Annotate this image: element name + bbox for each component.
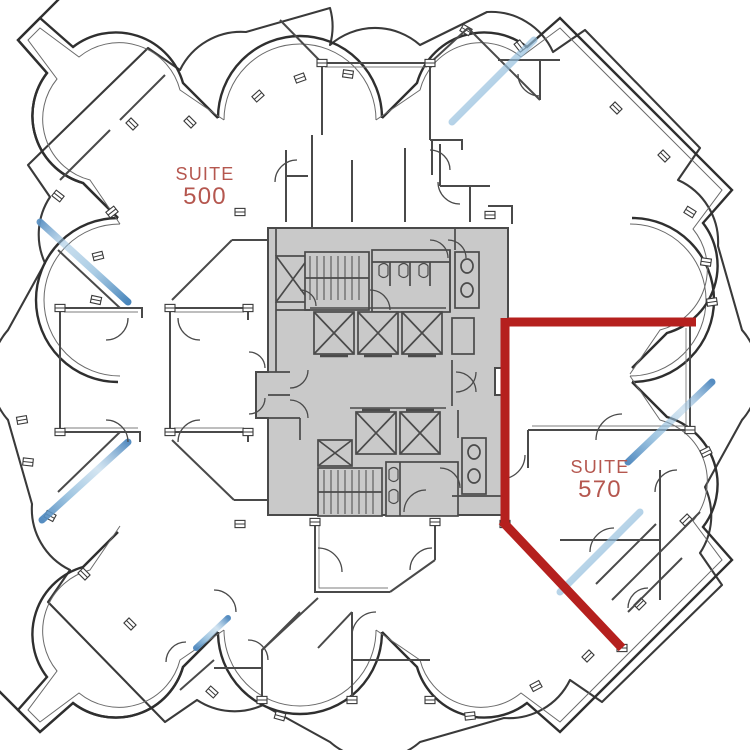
suite-label-570: SUITE 570 xyxy=(545,457,655,504)
glass-partitions xyxy=(36,36,716,651)
suite-570-number: 570 xyxy=(578,476,622,504)
glass-partition-nw-a xyxy=(36,218,132,306)
suite-570-word: SUITE xyxy=(570,457,630,477)
glass-partition-se-a xyxy=(556,508,644,596)
building-envelope xyxy=(0,0,734,734)
suite-500-number: 500 xyxy=(183,183,227,211)
glass-partition-e-a xyxy=(624,378,716,466)
glass-partition-s-a xyxy=(193,615,231,651)
glass-partition-sw-a xyxy=(38,438,132,524)
suite-500-word: SUITE xyxy=(175,164,235,184)
suite-label-500: SUITE 500 xyxy=(150,164,260,211)
boundary-segment-diagonal xyxy=(498,517,626,652)
suite-boundary-line xyxy=(498,317,696,652)
building-core xyxy=(248,227,509,517)
glass-partition-ne-a xyxy=(448,36,538,126)
